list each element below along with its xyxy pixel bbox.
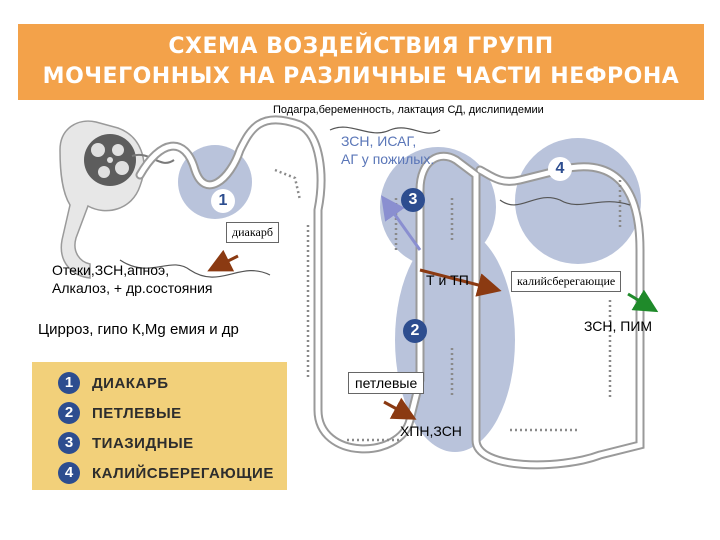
zone-4-ellipse xyxy=(515,138,641,264)
glomerulus xyxy=(60,121,174,278)
arrow-to-edema xyxy=(218,256,238,266)
legend-number: 2 xyxy=(58,402,80,424)
annotation-cirrhosis: Цирроз, гипо К,Mg емия и др xyxy=(38,321,239,338)
annotation-zsn-pim: ЗСН, ПИМ xyxy=(584,318,652,335)
marker-2: 2 xyxy=(403,319,427,343)
arrow-to-hpn xyxy=(384,402,406,414)
annotation-hpn: ХПН,ЗСН xyxy=(400,423,462,440)
legend-label: ТИАЗИДНЫЕ xyxy=(92,435,194,452)
label-kaliy: калийсберегающие xyxy=(511,271,621,292)
legend-label: ДИАКАРБ xyxy=(92,375,169,392)
label-petlevye: петлевые xyxy=(348,372,424,394)
marker-1: 1 xyxy=(211,189,235,213)
legend-number: 1 xyxy=(58,372,80,394)
annotation-zsn-line-2: АГ у пожилых. xyxy=(341,150,434,168)
legend-number: 4 xyxy=(58,462,80,484)
legend-label: ПЕТЛЕВЫЕ xyxy=(92,405,182,422)
annotation-zsn-line-1: ЗСН, ИСАГ, xyxy=(341,132,416,150)
marker-3: 3 xyxy=(401,188,425,212)
marker-4: 4 xyxy=(548,157,572,181)
annotation-top-indications: Подагра,беременность, лактация СД, дисли… xyxy=(273,104,544,116)
annotation-edema-line-2: Алкалоз, + др.состояния xyxy=(52,280,213,297)
annotation-edema-line-1: Отеки,ЗСН,апноэ, xyxy=(52,262,169,279)
legend-label: КАЛИЙСБЕРЕГАЮЩИЕ xyxy=(92,465,274,482)
legend: 1 ДИАКАРБ 2 ПЕТЛЕВЫЕ 3 ТИАЗИДНЫЕ 4 КАЛИЙ… xyxy=(32,362,287,490)
annotation-t-tp: Т и ТП xyxy=(426,272,469,289)
label-diakarb: диакарб xyxy=(226,222,279,243)
legend-number: 3 xyxy=(58,432,80,454)
